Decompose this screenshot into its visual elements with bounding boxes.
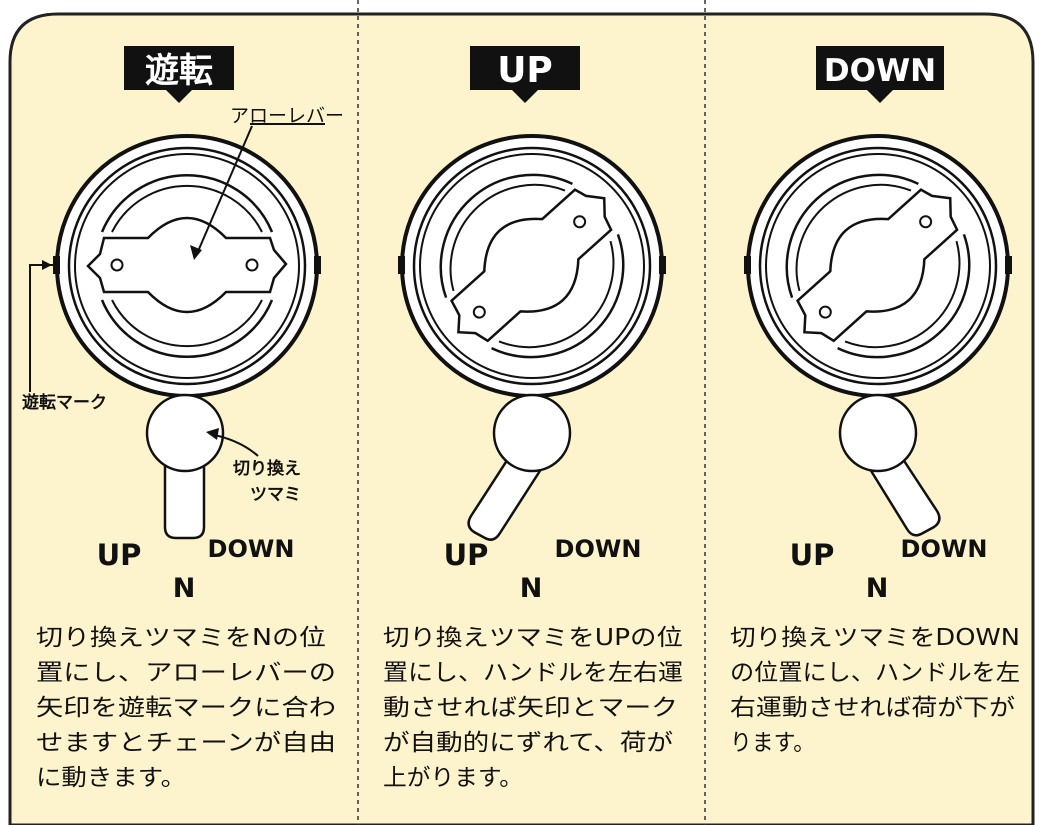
badge-down-label: DOWN xyxy=(824,53,936,89)
pos-n-down: N xyxy=(866,573,889,604)
description-idle: 切り換えツマミをNの位 置にし、アローレバーの 矢印を遊転マークに合わ せますと… xyxy=(36,625,336,791)
desc-down-line-3: 右運動させれば荷が下が xyxy=(730,695,1015,721)
arrow-lever-up xyxy=(439,173,625,359)
arrow-lever-down xyxy=(785,173,971,359)
callout-arrow-lever: アローレバー xyxy=(230,105,344,127)
switch-knob-down xyxy=(838,393,941,537)
desc-idle-line-3: 矢印を遊転マークに合わ xyxy=(36,695,336,721)
pos-up-idle: UP xyxy=(97,538,142,572)
arrow-lever-idle xyxy=(86,173,288,359)
desc-down-line-4: ります。 xyxy=(730,730,815,756)
pos-up-down: UP xyxy=(790,538,835,572)
desc-up-line-1: 切り換えツマミをUPの位 xyxy=(383,625,683,651)
dial-idle xyxy=(53,134,321,398)
desc-idle-line-1: 切り換えツマミをNの位 xyxy=(36,625,326,651)
desc-idle-line-5: に動きます。 xyxy=(36,765,186,791)
badge-down-shape xyxy=(816,46,944,103)
idle-mark-right xyxy=(314,256,321,274)
pos-down-up: DOWN xyxy=(555,535,642,563)
panel-down: DOWN UP N DOWN 切り換えツ xyxy=(730,46,1020,756)
pos-down-down: DOWN xyxy=(901,535,988,563)
desc-down-line-1: 切り換えツマミをDOWN xyxy=(730,625,1020,651)
pos-up-up: UP xyxy=(444,538,489,572)
badge-up-label: UP xyxy=(497,50,553,91)
desc-up-line-5: 上がります。 xyxy=(383,765,523,791)
idle-mark-left xyxy=(53,256,60,274)
badge-up-shape xyxy=(470,46,580,103)
description-down: 切り換えツマミをDOWN の位置にし、ハンドルを左 右運動させれば荷が下が りま… xyxy=(730,625,1020,756)
panel-idle: 遊転 アローレバー 遊転マーク xyxy=(22,46,344,791)
badge-idle-shape xyxy=(124,46,234,103)
callout-switch-knob-line2: ツマミ xyxy=(250,485,301,505)
callout-switch-knob-line1: 切り換え xyxy=(233,458,301,479)
callout-idle-mark: 遊転マーク xyxy=(22,392,107,413)
callout-arrow-lever-leader xyxy=(195,125,253,257)
dial-up xyxy=(398,134,666,398)
callout-arrow-lever-arrowhead xyxy=(190,245,202,260)
switch-knob-idle xyxy=(145,393,225,540)
pos-down-idle: DOWN xyxy=(208,535,295,563)
panel-up: UP UP N DOWN 切り換えツマミ xyxy=(383,46,683,791)
desc-up-line-4: が自動的にずれて、荷が xyxy=(383,730,673,756)
badge-idle-label: 遊転 xyxy=(145,51,213,91)
desc-up-line-3: 動させれば矢印とマーク xyxy=(383,695,678,721)
callout-switch-knob-arrowhead xyxy=(206,428,219,440)
switch-knob-up xyxy=(467,393,572,541)
pos-n-up: N xyxy=(520,573,543,604)
callout-idle-mark-arrowhead xyxy=(42,260,52,270)
desc-up-line-2: 置にし、ハンドルを左右運 xyxy=(383,660,683,686)
description-up: 切り換えツマミをUPの位 置にし、ハンドルを左右運 動させれば矢印とマーク が自… xyxy=(383,625,683,791)
pos-n-idle: N xyxy=(173,573,196,604)
desc-idle-line-4: せますとチェーンが自由 xyxy=(36,730,336,756)
desc-idle-line-2: 置にし、アローレバーの xyxy=(36,660,336,686)
desc-down-line-2: の位置にし、ハンドルを左 xyxy=(730,660,1020,686)
